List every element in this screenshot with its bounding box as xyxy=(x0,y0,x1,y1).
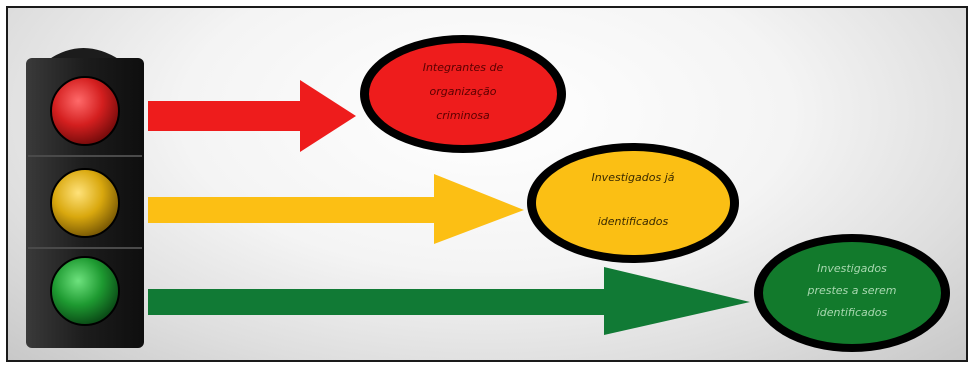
node-yellow: Investigados já identificados xyxy=(527,143,739,263)
traffic-light-cap xyxy=(48,48,120,60)
node-green-line-2: prestes a serem xyxy=(806,284,896,297)
node-green: Investigados prestes a serem identificad… xyxy=(754,234,950,352)
node-red: Integrantes de organização criminosa xyxy=(360,35,566,153)
diagram-svg: Integrantes de organização criminosa Inv… xyxy=(26,35,950,352)
diagram-canvas: Integrantes de organização criminosa Inv… xyxy=(6,6,968,362)
node-red-fill xyxy=(369,43,557,145)
node-yellow-line-2: identificados xyxy=(598,215,669,228)
node-red-line-1: Integrantes de xyxy=(423,61,504,74)
node-green-fill xyxy=(763,242,941,344)
yellow-lamp xyxy=(50,168,120,238)
node-yellow-line-1: Investigados já xyxy=(591,171,674,184)
green-lamp xyxy=(50,256,120,326)
yellow-arrow xyxy=(148,174,524,244)
node-green-line-1: Investigados xyxy=(817,262,887,275)
node-green-line-3: identificados xyxy=(817,306,888,319)
green-arrow xyxy=(148,267,750,335)
red-lamp xyxy=(50,76,120,146)
red-arrow xyxy=(148,80,356,152)
node-red-line-3: criminosa xyxy=(436,109,490,122)
node-red-line-2: organização xyxy=(429,85,496,98)
traffic-light xyxy=(26,48,144,348)
node-yellow-fill xyxy=(536,151,730,255)
